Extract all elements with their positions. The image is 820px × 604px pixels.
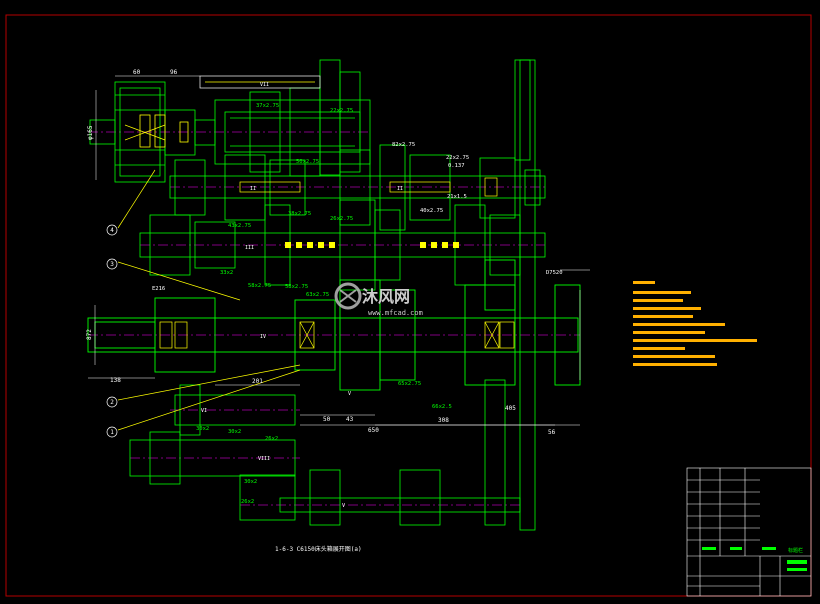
gear-label: 33x2 (220, 270, 233, 276)
shaft-label: II (397, 186, 403, 192)
gear-label: 30x2 (196, 426, 209, 432)
input-bearings (124, 114, 189, 148)
shaft-label: V (342, 503, 345, 509)
dim-308: 308 (438, 417, 449, 424)
leader-lines (117, 169, 301, 431)
callout-circles (106, 224, 118, 438)
gear-label: 65x2.75 (398, 381, 421, 387)
dim-56: 56 (548, 429, 556, 436)
callout-texts: 4 3 2 1 (110, 227, 114, 436)
watermark-text: 沐风网 (362, 287, 410, 306)
main-spindle-group (87, 259, 581, 391)
watermark-logo (334, 282, 362, 310)
title-block-fills (702, 547, 807, 571)
gear-label: 66x2.5 (432, 404, 452, 410)
gear-label: 40x2.75 (420, 208, 443, 214)
shaft-label: VI (201, 408, 207, 414)
shaft-iii-group (139, 199, 546, 291)
callout-number: 3 (110, 261, 114, 268)
title-block (686, 467, 812, 597)
dim-405: 405 (505, 405, 516, 412)
dim-138: 138 (110, 377, 121, 384)
gear-label: D7520 (546, 270, 563, 276)
gear-label: 50x2.75 (296, 159, 319, 165)
top-shaft-outline (199, 75, 321, 89)
dim-650: 650 (368, 427, 379, 434)
gear-label: 43x2.75 (228, 223, 251, 229)
drawing-border (5, 14, 812, 597)
gear-label: 30x2 (228, 429, 241, 435)
technical-notes-block (633, 281, 757, 366)
gear-label: 0.137 (448, 163, 465, 169)
lower-shafts-group (129, 59, 536, 531)
input-pulley-group (89, 59, 371, 183)
dim-43: 43 (346, 416, 354, 423)
gear-label: 58x2.75 (248, 283, 271, 289)
shaft-iii-splines (285, 242, 459, 248)
gear-label: 21x1.5 (447, 194, 467, 200)
gear-label: 38x2.75 (288, 211, 311, 217)
gear-label: 22x2.75 (330, 108, 353, 114)
shaft-label: III (245, 245, 254, 251)
shaft-label: VII (260, 82, 269, 88)
shaft-label: II (250, 186, 256, 192)
gear-label: 26x2.75 (330, 216, 353, 222)
dim-872: 872 (86, 329, 93, 340)
gear-label: 22x2.75 (446, 155, 469, 161)
title-block-label: 标题栏 (788, 547, 803, 554)
dim-50: 50 (323, 416, 331, 423)
gear-label: 82x2.75 (392, 142, 415, 148)
gear-texts: 37x2.75 22x2.75 82x2.75 50x2.75 22x2.75 … (152, 103, 563, 505)
shaft-texts: VII II II III IV VI VIII V V (201, 82, 403, 509)
drawing-title: 1-6-3 C6150床头箱展开图(a) (275, 545, 362, 553)
dim-96: 96 (170, 69, 178, 76)
centerlines (88, 131, 580, 506)
callout-number: 1 (110, 429, 114, 436)
dim-phi165: φ165 (87, 125, 94, 140)
main-spindle-bearings (159, 321, 515, 349)
shaft-label: VIII (258, 456, 270, 462)
shaft-ii-bearings (239, 177, 498, 197)
gear-label: 30x2 (244, 479, 257, 485)
dim-201: 201 (252, 378, 263, 385)
dim-60: 60 (133, 69, 141, 76)
gear-label: 37x2.75 (256, 103, 279, 109)
gear-label: E216 (152, 286, 165, 292)
gear-label: 26x2 (241, 499, 254, 505)
gear-label: 26x2 (265, 436, 278, 442)
watermark-url: www.mfcad.com (368, 309, 423, 317)
dimension-lines (88, 75, 590, 426)
shaft-ii-group (169, 59, 546, 231)
gear-label: 58x2.75 (285, 284, 308, 290)
callout-number: 2 (110, 399, 114, 406)
callout-number: 4 (110, 227, 114, 234)
shaft-label: V (348, 391, 351, 397)
gear-label: 63x2.75 (306, 292, 329, 298)
shaft-label: IV (260, 334, 266, 340)
dimension-texts: 60 96 φ165 872 138 201 50 43 650 308 56 … (86, 69, 556, 436)
